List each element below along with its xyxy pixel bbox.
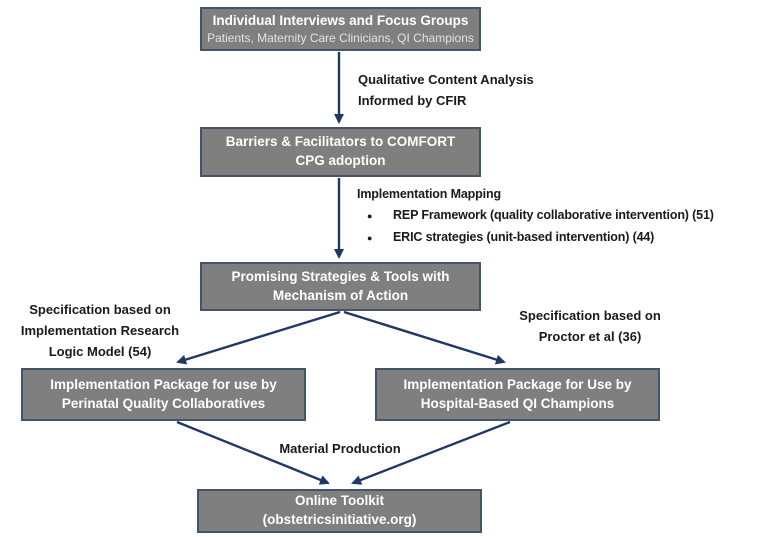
- box-toolkit-line2: (obstetricsinitiative.org): [262, 512, 417, 527]
- arrow-strategies-to-champions: [343, 310, 506, 365]
- label-spec-left-line3: Logic Model (54): [48, 344, 152, 359]
- mapping-bullet-item: ● REP Framework (quality collaborative i…: [357, 205, 778, 227]
- label-specification-logic-model: Specification based on Implementation Re…: [2, 299, 198, 362]
- box-champions-line1: Implementation Package for Use by: [403, 376, 632, 392]
- box-toolkit-line1: Online Toolkit: [295, 493, 384, 509]
- label-qca-line1: Qualitative Content Analysis: [358, 72, 534, 87]
- label-mapping-heading: Implementation Mapping: [357, 187, 501, 201]
- box-collab-line1: Implementation Package for use by: [50, 376, 277, 392]
- mapping-bullet-item: ● ERIC strategies (unit-based interventi…: [357, 227, 778, 249]
- bullet-icon: ●: [367, 233, 373, 243]
- label-material-production: Material Production: [279, 441, 401, 456]
- box-barriers-line1: Barriers & Facilitators to COMFORT: [225, 134, 456, 150]
- label-spec-left-line1: Specification based on: [29, 302, 171, 317]
- box-online-toolkit: Online Toolkit (obstetricsinitiative.org…: [197, 489, 482, 533]
- mapping-bullet-rep: REP Framework (quality collaborative int…: [393, 208, 714, 222]
- box-individual-interviews-title: Individual Interviews and Focus Groups: [212, 12, 469, 28]
- label-spec-left-line2: Implementation Research: [20, 323, 180, 338]
- box-collab-line2: Perinatal Quality Collaboratives: [61, 395, 266, 411]
- box-barriers-line2: CPG adoption: [295, 153, 386, 168]
- box-individual-interviews: Individual Interviews and Focus Groups P…: [200, 7, 481, 51]
- label-spec-right-line2: Proctor et al (36): [538, 329, 642, 344]
- box-package-qi-champions: Implementation Package for Use by Hospit…: [375, 368, 660, 421]
- box-strategies-line2: Mechanism of Action: [272, 287, 409, 303]
- arrow-strategies-to-collaboratives: [176, 310, 341, 365]
- label-implementation-mapping: Implementation Mapping ● REP Framework (…: [357, 184, 778, 249]
- label-qca-line2: Informed by CFIR: [358, 93, 467, 108]
- label-spec-right-line1: Specification based on: [519, 308, 661, 323]
- box-package-perinatal-collaboratives: Implementation Package for use by Perina…: [21, 368, 306, 421]
- bullet-icon: ●: [367, 211, 373, 221]
- box-individual-interviews-subtitle: Patients, Maternity Care Clinicians, QI …: [207, 30, 474, 45]
- label-qualitative-content-analysis: Qualitative Content Analysis Informed by…: [358, 69, 534, 111]
- box-champions-line2: Hospital-Based QI Champions: [420, 395, 615, 411]
- box-strategies-line1: Promising Strategies & Tools with: [231, 268, 450, 284]
- box-barriers-facilitators: Barriers & Facilitators to COMFORT CPG a…: [200, 127, 481, 177]
- label-specification-proctor: Specification based on Proctor et al (36…: [488, 305, 692, 347]
- mapping-bullet-eric: ERIC strategies (unit-based intervention…: [393, 230, 655, 244]
- box-promising-strategies: Promising Strategies & Tools with Mechan…: [200, 262, 481, 311]
